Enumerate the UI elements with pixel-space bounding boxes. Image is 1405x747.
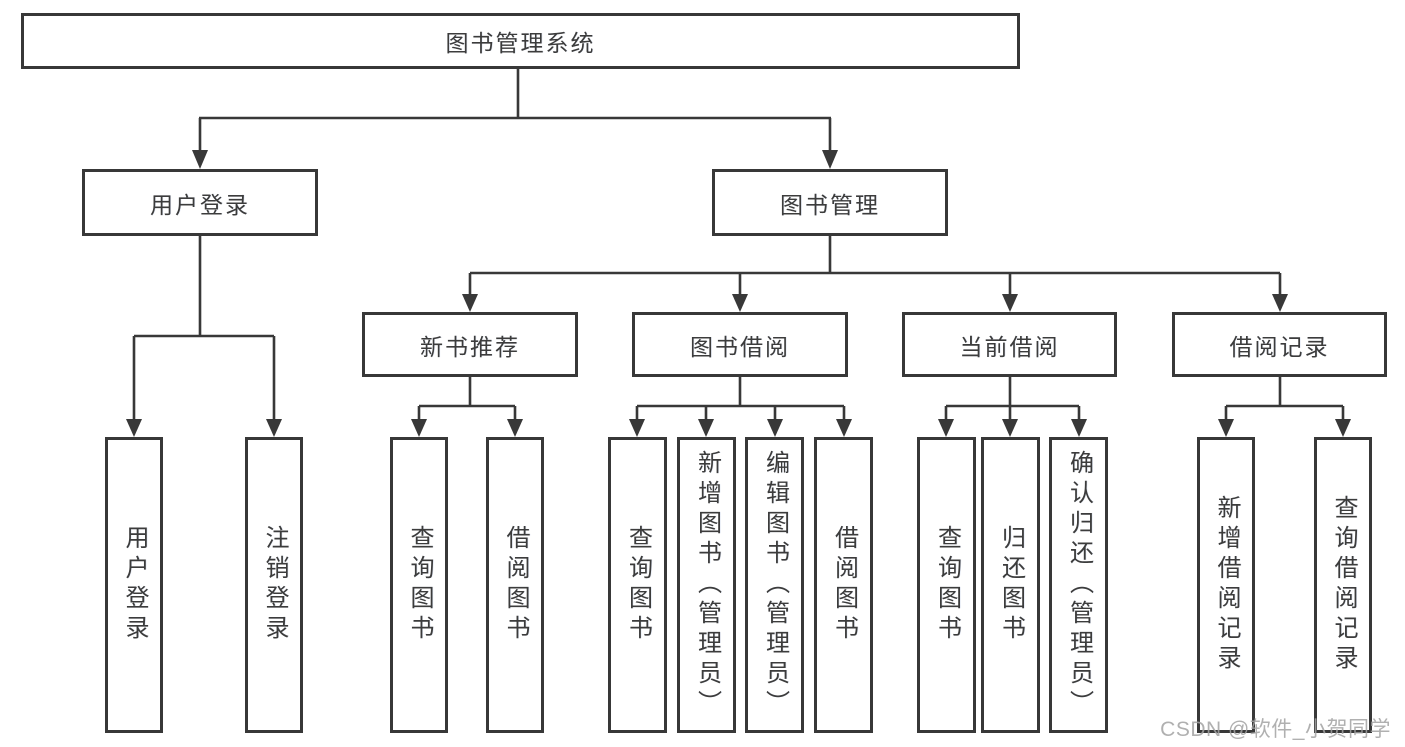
leaf-br-query-record: 查询借阅记录 (1314, 437, 1372, 733)
csdn-watermark: CSDN @软件_小贺同学 (1160, 718, 1391, 741)
leaf-user-login: 用户登录 (105, 437, 163, 733)
leaf-user-login-label: 用户登录 (121, 525, 148, 645)
leaf-cb-confirm-return: 确认归还（管理员） (1049, 437, 1108, 733)
leaf-bb-add-books: 新增图书（管理员） (677, 437, 736, 733)
leaf-cb-return-books: 归还图书 (981, 437, 1040, 733)
leaf-br-add-record-label: 新增借阅记录 (1213, 495, 1240, 675)
leaf-bb-borrow-books-label: 借阅图书 (830, 525, 858, 645)
node-user-login: 用户登录 (82, 169, 318, 236)
leaf-bb-add-books-label: 新增图书（管理员） (693, 450, 721, 720)
leaf-cb-query-books: 查询图书 (917, 437, 976, 733)
leaf-logout-label: 注销登录 (261, 525, 288, 645)
node-current-borrow: 当前借阅 (902, 312, 1117, 377)
leaf-nbr-query-books-label: 查询图书 (406, 525, 433, 645)
node-new-book-recommend: 新书推荐 (362, 312, 578, 377)
leaf-nbr-query-books: 查询图书 (390, 437, 448, 733)
leaf-bb-edit-books: 编辑图书（管理员） (745, 437, 804, 733)
leaf-bb-edit-books-label: 编辑图书（管理员） (761, 450, 789, 720)
node-book-management-label: 图书管理 (780, 191, 880, 218)
node-root: 图书管理系统 (21, 13, 1020, 69)
leaf-cb-query-books-label: 查询图书 (933, 525, 961, 645)
node-current-borrow-label: 当前借阅 (959, 333, 1060, 360)
node-book-borrow-label: 图书借阅 (690, 333, 790, 360)
node-root-label: 图书管理系统 (445, 30, 596, 56)
node-borrow-records-label: 借阅记录 (1229, 333, 1330, 360)
leaf-cb-confirm-return-label: 确认归还（管理员） (1065, 450, 1093, 720)
leaf-bb-borrow-books: 借阅图书 (814, 437, 873, 733)
leaf-bb-query-books: 查询图书 (608, 437, 667, 733)
node-book-borrow: 图书借阅 (632, 312, 848, 377)
leaf-cb-return-books-label: 归还图书 (997, 525, 1025, 645)
leaf-br-add-record: 新增借阅记录 (1197, 437, 1255, 733)
leaf-nbr-borrow-books-label: 借阅图书 (502, 525, 529, 645)
node-book-management: 图书管理 (712, 169, 948, 236)
leaf-nbr-borrow-books: 借阅图书 (486, 437, 544, 733)
leaf-logout: 注销登录 (245, 437, 303, 733)
node-new-book-recommend-label: 新书推荐 (420, 333, 520, 360)
node-user-login-label: 用户登录 (150, 191, 250, 218)
leaf-br-query-record-label: 查询借阅记录 (1330, 495, 1357, 675)
leaf-bb-query-books-label: 查询图书 (624, 525, 652, 645)
node-borrow-records: 借阅记录 (1172, 312, 1387, 377)
